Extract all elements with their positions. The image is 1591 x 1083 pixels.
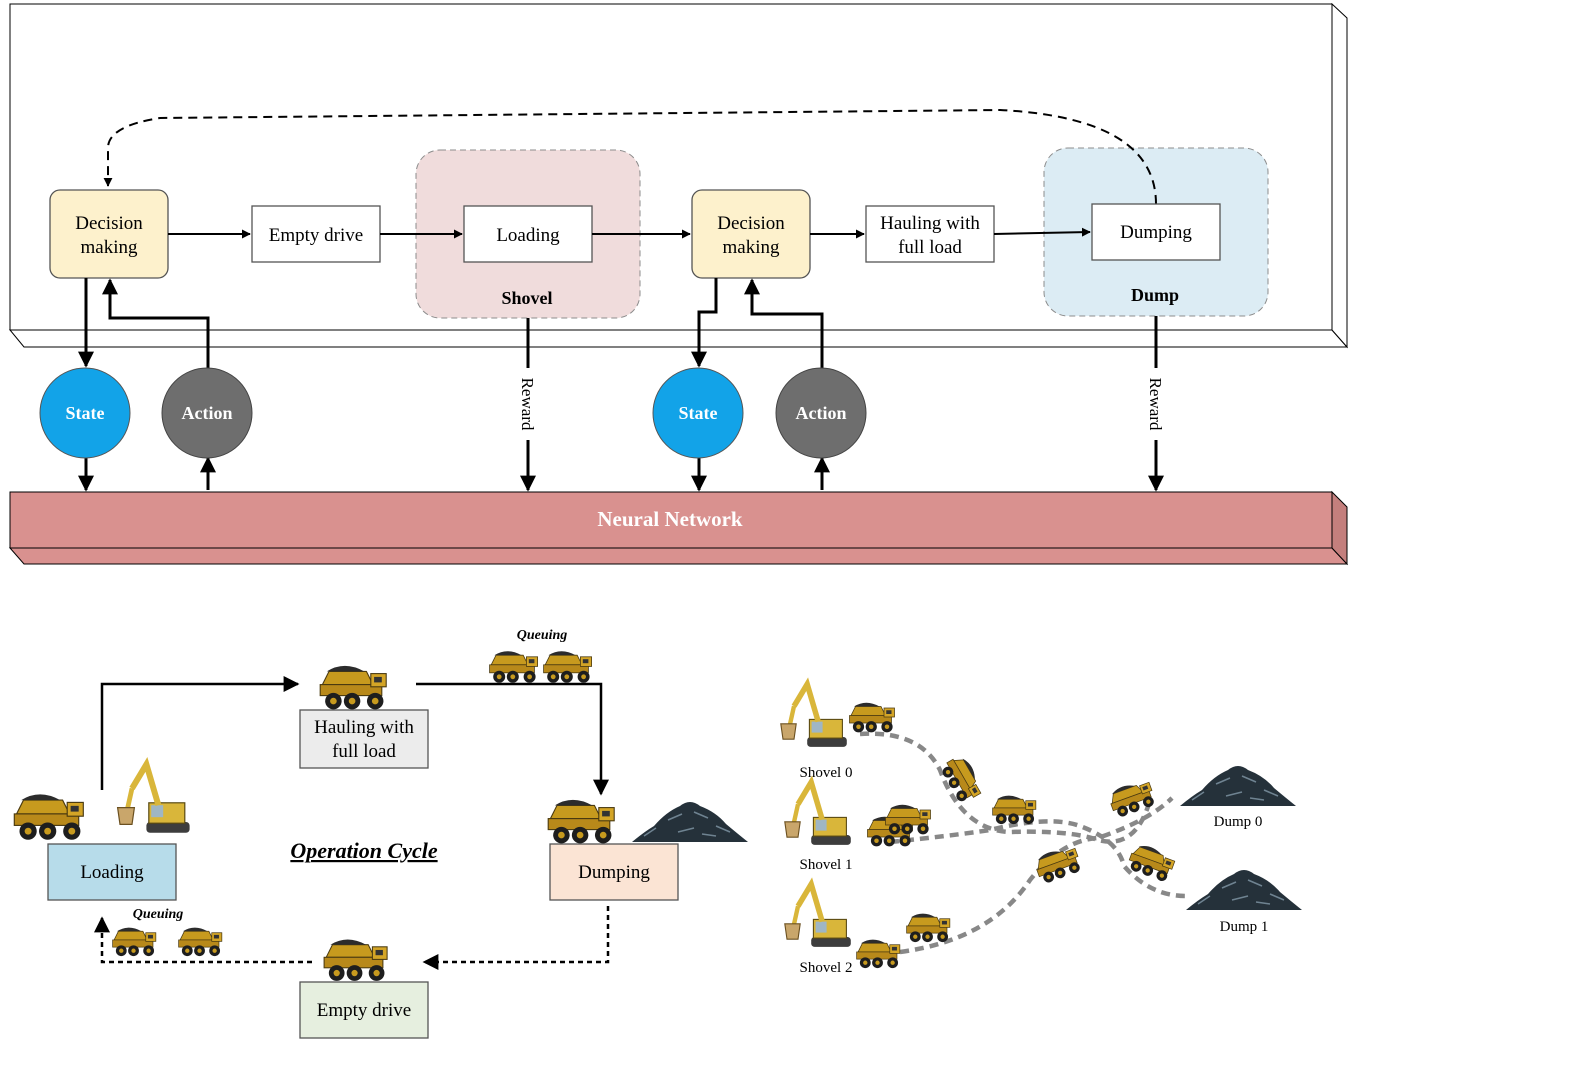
arrow-hauling-to-dumping <box>993 227 1091 237</box>
cycle-hauling-box <box>299 709 429 769</box>
state-1-label: State <box>66 403 105 423</box>
shovel-1-label: Shovel 1 <box>800 857 853 873</box>
loading-label: Loading <box>496 225 560 246</box>
cycle-return-arrows <box>94 906 610 970</box>
truck-icon <box>885 804 931 835</box>
excavator-icon <box>785 884 851 947</box>
excavator-icon <box>785 782 851 845</box>
truck-icon <box>906 913 951 943</box>
action-circle-1 <box>161 367 253 459</box>
truck-icon <box>112 927 157 957</box>
empty-drive-box <box>251 205 381 263</box>
reward-2-label: Reward <box>1146 378 1165 431</box>
road-shovel0 <box>859 731 1153 844</box>
ore-pile-icon <box>1179 765 1297 807</box>
action-1-label: Action <box>182 403 233 423</box>
reward-1-label: Reward <box>518 378 537 431</box>
cycle-empty-label: Empty drive <box>317 1000 411 1021</box>
dumping-box <box>1091 203 1221 261</box>
action-2-label: Action <box>796 403 847 423</box>
neural-network-label: Neural Network <box>597 507 743 531</box>
reward-2-bg <box>1146 368 1166 440</box>
cycle-loading-box <box>47 843 177 901</box>
arrow-hauling-to-dumping-cycle <box>416 682 609 796</box>
cycle-loading-label: Loading <box>80 862 144 883</box>
truck-icon <box>938 752 986 806</box>
cycle-hauling-line1: Hauling with <box>314 717 414 738</box>
shovel-0-label: Shovel 0 <box>800 765 853 781</box>
truck-icon <box>319 665 387 710</box>
dump-0-label: Dump 0 <box>1214 814 1263 830</box>
decision-2-line1: Decision <box>717 213 785 234</box>
truck-icon <box>849 702 895 733</box>
cycle-arrows <box>100 676 609 796</box>
state-circle-1 <box>39 367 131 459</box>
dump-1-label: Dump 1 <box>1220 919 1269 935</box>
state-circle-2 <box>652 367 744 459</box>
hauling-line2: full load <box>898 237 962 258</box>
decision-2-line2: making <box>723 237 780 258</box>
queuing-bottom-label: Queuing <box>133 907 184 922</box>
road-shovel1 <box>889 819 1187 899</box>
cycle-dumping-box <box>549 843 679 901</box>
state-2-label: State <box>679 403 718 423</box>
truck-icon <box>543 650 592 684</box>
decision-box-1 <box>49 189 169 279</box>
arrow-empty-to-loading-cycle <box>94 916 312 964</box>
shovel-zone-label: Shovel <box>501 288 552 308</box>
truck-icon <box>1032 843 1084 886</box>
shovel-2-label: Shovel 2 <box>800 960 853 976</box>
hauling-line1: Hauling with <box>880 213 980 234</box>
loading-box <box>463 205 593 263</box>
excavator-icon <box>118 764 190 832</box>
excavator-icon <box>781 684 847 747</box>
reward-1-bg <box>518 368 538 440</box>
truck-icon <box>856 939 901 969</box>
neural-network-bar <box>8 490 1349 566</box>
hauling-box <box>865 205 995 263</box>
truck-icon <box>178 927 223 957</box>
truck-icon <box>13 793 84 841</box>
action-circle-2 <box>775 367 867 459</box>
queuing-top-label: Queuing <box>517 628 568 643</box>
feedback-loop-arrow <box>103 108 1157 205</box>
truck-icon <box>323 938 388 982</box>
cycle-hauling-line2: full load <box>332 741 396 762</box>
truck-icon <box>489 650 538 684</box>
decision-1-line2: making <box>81 237 138 258</box>
truck-icon <box>992 795 1037 825</box>
truck-icon <box>1125 841 1177 884</box>
dumping-label: Dumping <box>1120 222 1192 243</box>
truck-icon <box>547 799 615 844</box>
arrow-state-2-in <box>691 278 718 368</box>
arrow-action-1-out <box>102 278 210 368</box>
decision-1-line1: Decision <box>75 213 143 234</box>
arrow-action-2-out <box>744 278 824 368</box>
cycle-dumping-label: Dumping <box>578 862 650 883</box>
ore-pile-icon <box>1185 869 1303 911</box>
empty-drive-label: Empty drive <box>269 225 363 246</box>
cycle-empty-box <box>299 981 429 1039</box>
decision-box-2 <box>691 189 811 279</box>
ore-pile-icon <box>631 801 749 843</box>
operation-cycle-title: Operation Cycle <box>290 838 437 863</box>
dump-zone-label: Dump <box>1131 285 1179 305</box>
arrow-loading-to-hauling <box>100 676 300 790</box>
arrow-dumping-to-empty <box>422 906 610 970</box>
flow-arrows <box>168 227 1091 239</box>
